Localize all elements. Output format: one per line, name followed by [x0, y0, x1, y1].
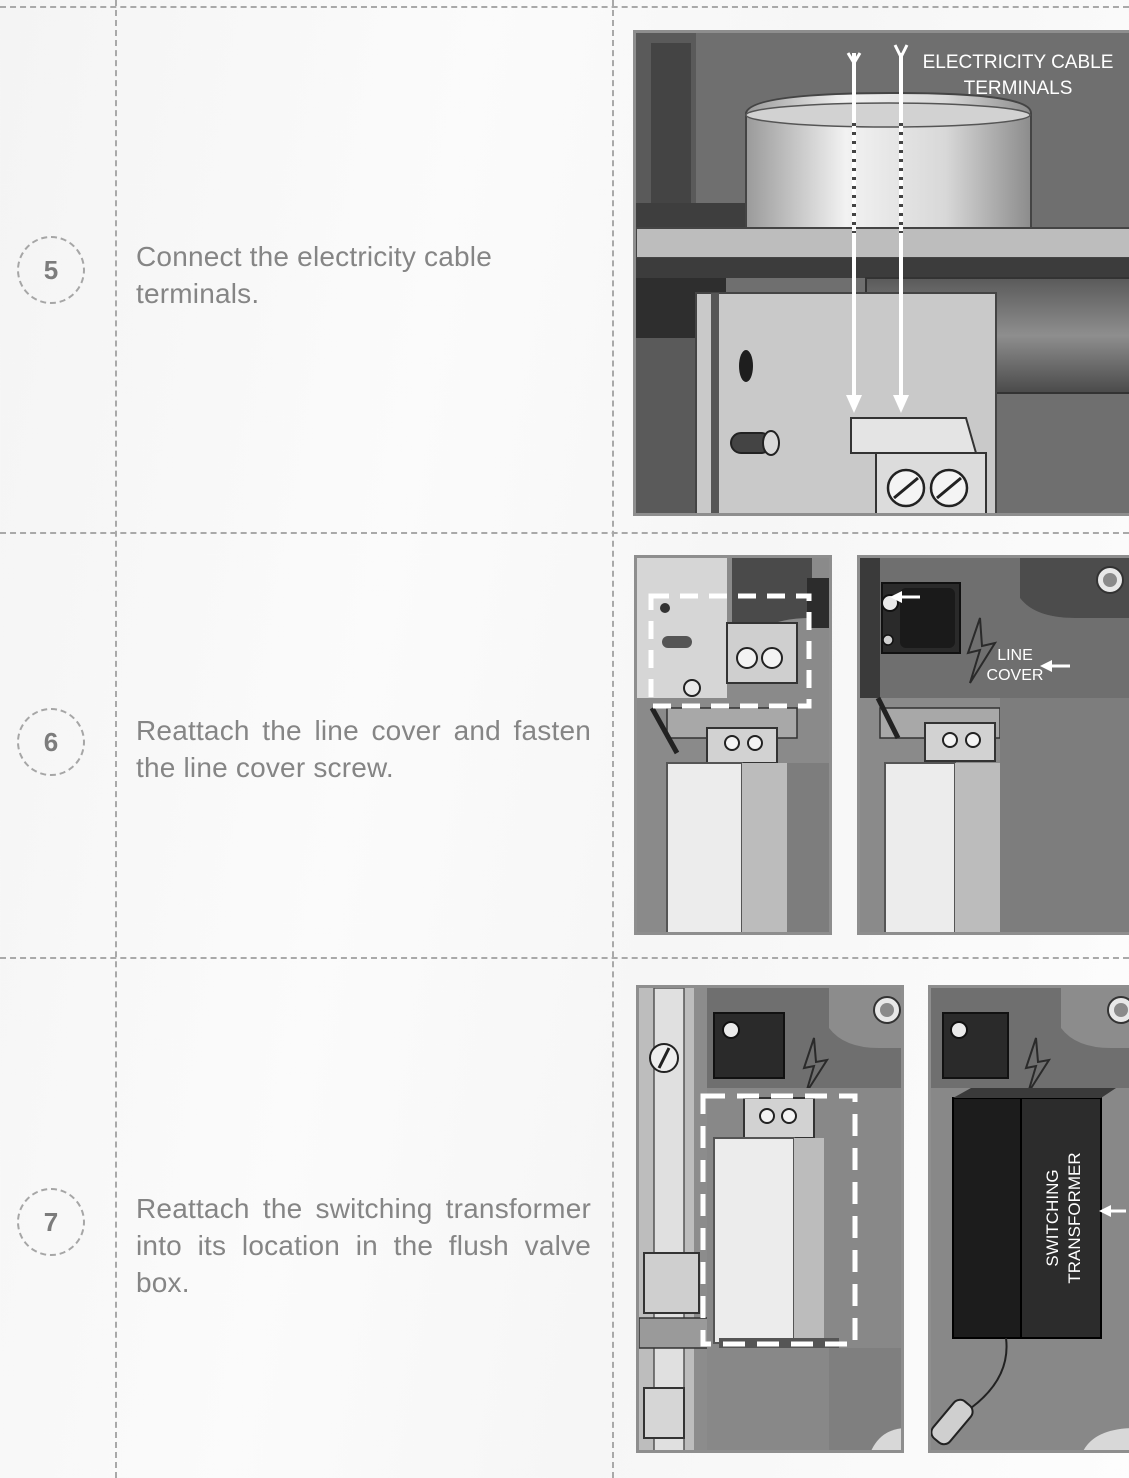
- step-number: 5: [43, 254, 59, 285]
- step-5-illustration: ELECTRICITY CABLE TERMINALS: [633, 30, 1129, 516]
- callout-cable-terminals-line1: ELECTRICITY CABLE: [923, 52, 1114, 73]
- callout-switching-transformer-line2: TRANSFORMER: [1065, 1152, 1084, 1283]
- cable-arrows: [846, 44, 909, 413]
- step-number-badge: 5: [17, 236, 85, 304]
- divider-top: [0, 6, 1129, 8]
- highlight-box: [648, 593, 812, 709]
- callout-cable-terminals-line2: TERMINALS: [964, 78, 1073, 99]
- transformer-installed-drawing: SWITCHING TRANSFORMER: [931, 988, 1129, 1450]
- step-6-illustration-before: [634, 555, 832, 935]
- step-instruction: Reattach the switching transformer into …: [136, 1193, 591, 1298]
- callout-line-cover-line1: LINE: [997, 647, 1033, 664]
- callout-line-cover-line2: COVER: [987, 667, 1044, 684]
- step-number: 7: [43, 1206, 59, 1237]
- step-instruction: Connect the electricity cable terminals.: [136, 241, 492, 309]
- line-cover-attached-drawing: LINE COVER: [860, 558, 1129, 932]
- divider-step5-step6: [0, 532, 1129, 534]
- cable-terminals-drawing: ELECTRICITY CABLE TERMINALS: [636, 33, 1129, 513]
- step-number-badge: 6: [17, 708, 85, 776]
- highlight-box: [700, 1093, 858, 1347]
- line-cover-removed-drawing: [637, 558, 829, 932]
- divider-image-column: [612, 0, 614, 1478]
- divider-step6-step7: [0, 957, 1129, 959]
- step-number: 6: [43, 726, 59, 757]
- step-7-illustration-before: [636, 985, 904, 1453]
- step-6-illustration-after: LINE COVER: [857, 555, 1129, 935]
- step-instruction: Reattach the line cover and fasten the l…: [136, 715, 591, 783]
- divider-number-column: [115, 0, 117, 1478]
- callout-switching-transformer-line1: SWITCHING: [1043, 1169, 1062, 1266]
- step-number-badge: 7: [17, 1188, 85, 1256]
- step-7-illustration-after: SWITCHING TRANSFORMER: [928, 985, 1129, 1453]
- transformer-location-drawing: [639, 988, 901, 1450]
